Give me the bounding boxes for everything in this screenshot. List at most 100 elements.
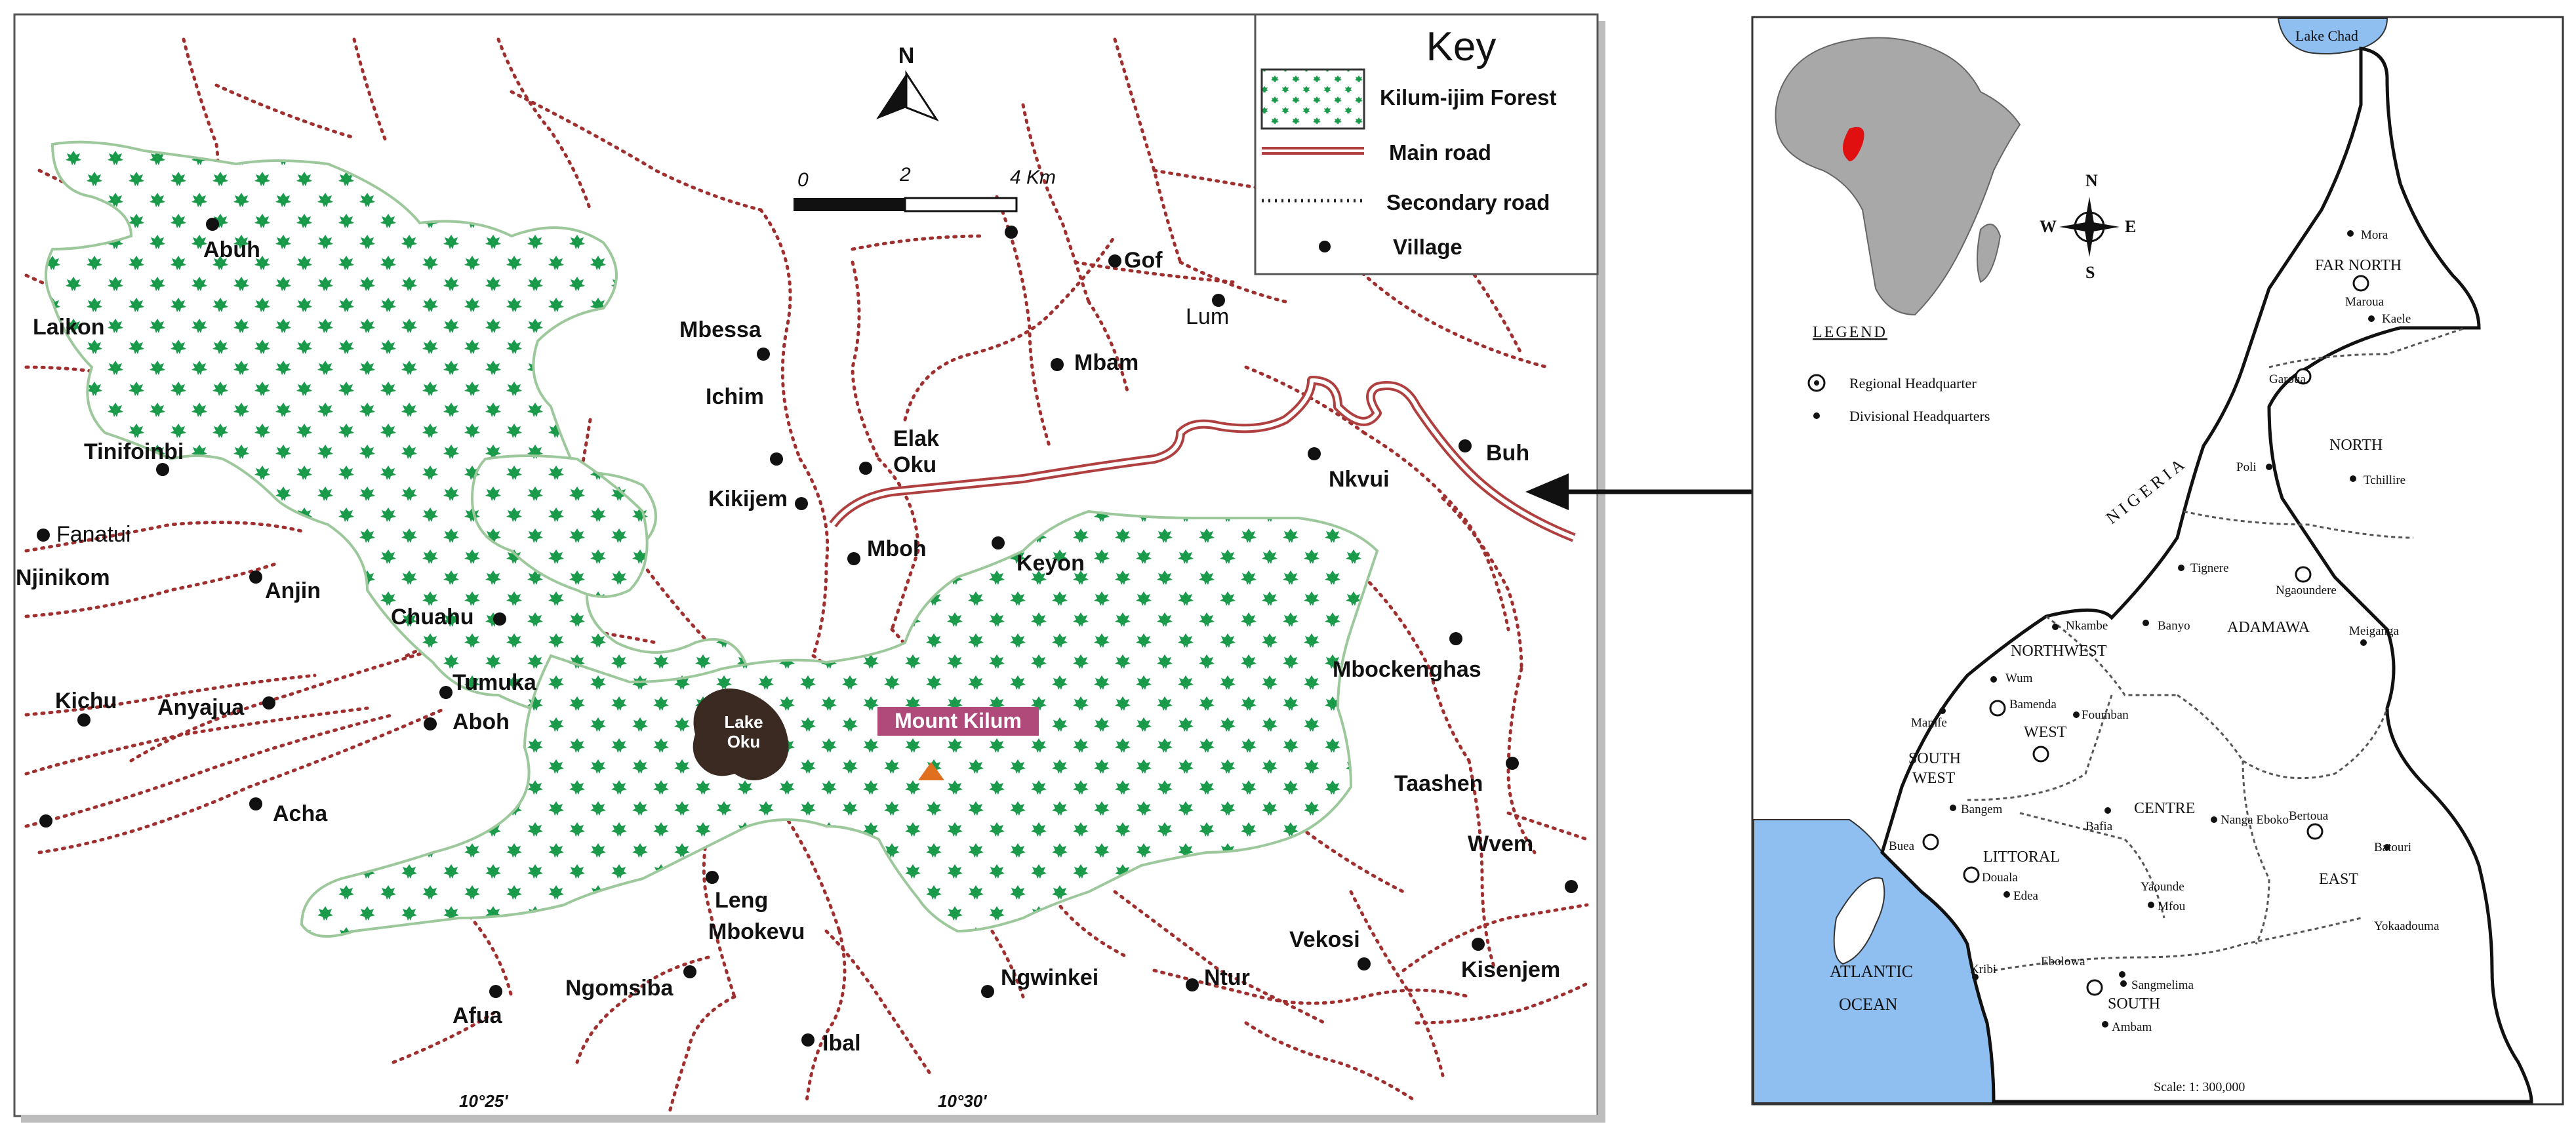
village-mbessa: Mbessa <box>679 317 762 342</box>
region-adamawa: ADAMAWA <box>2227 619 2310 636</box>
scale-label-4km: 4 Km <box>1010 167 1056 188</box>
village-mbokevu: Mbokevu <box>708 919 805 944</box>
village-acha: Acha <box>273 801 328 826</box>
kilum-ijim-forest <box>45 140 1379 938</box>
village-keyon: Keyon <box>1016 551 1085 576</box>
village-ntur: Ntur <box>1204 965 1250 990</box>
region-centre: CENTRE <box>2134 800 2195 817</box>
town-ebolowa: Ebolowa <box>2041 955 2085 969</box>
divisional-hq-icon <box>1813 412 1820 419</box>
village-kichu: Kichu <box>55 689 117 713</box>
lake-label-2: Oku <box>727 732 761 751</box>
village-oku: Oku <box>893 452 936 477</box>
village-kikijem: Kikijem <box>708 487 788 511</box>
regional-hq-markers <box>1922 275 2369 996</box>
longitude-1025: 10°25' <box>459 1091 508 1111</box>
lake-chad <box>2277 18 2388 54</box>
village-abuh: Abuh <box>203 237 260 262</box>
town-poli: Poli <box>2236 460 2257 474</box>
key-title: Key <box>1426 24 1497 70</box>
lake-label-1: Lake <box>724 712 763 732</box>
town-mamfe: Mamfe <box>1911 716 1947 730</box>
key-item-secondary-road: Secondary road <box>1386 190 1550 214</box>
map-key: Key Kilum-ijim Forest Main road Secondar… <box>1254 13 1599 275</box>
town-nanga-eboko: Nanga Eboko <box>2221 813 2289 827</box>
village-dots <box>37 218 1578 1047</box>
north-arrow-icon: N <box>876 43 939 122</box>
village-laikon: Laikon <box>33 315 105 340</box>
village-anjin: Anjin <box>265 578 321 603</box>
town-maroua: Maroua <box>2345 295 2385 309</box>
africa-inset <box>1775 37 2021 316</box>
town-ambam: Ambam <box>2112 1020 2152 1034</box>
village-gof: Gof <box>1124 248 1163 273</box>
compass-n: N <box>2085 171 2098 190</box>
compass-rose-icon: N S W E <box>2040 171 2136 282</box>
town-nkambe: Nkambe <box>2066 619 2108 633</box>
mountain-triangle-icon <box>918 762 944 780</box>
town-ngaoundere: Ngaoundere <box>2276 584 2337 597</box>
town-douala: Douala <box>1982 871 2018 885</box>
town-mfou: Mfou <box>2158 900 2186 913</box>
village-buh: Buh <box>1486 441 1529 466</box>
region-south-west-1: SOUTH <box>1908 750 1961 767</box>
forest-pattern-icon <box>1260 68 1365 130</box>
town-edea: Edea <box>2013 889 2039 903</box>
village-labels: Abuh Laikon Tinifoinbi Fanatui Njinikom … <box>16 237 1560 1056</box>
longitude-1030: 10°30' <box>938 1091 987 1111</box>
town-tchillire: Tchillire <box>2364 473 2405 487</box>
town-bangem: Bangem <box>1961 803 2003 816</box>
region-east: EAST <box>2319 871 2358 888</box>
town-foumban: Foumban <box>2082 708 2129 722</box>
region-boundaries <box>1967 327 2466 972</box>
region-littoral: LITTORAL <box>1983 849 2060 866</box>
town-tignere: Tignere <box>2190 561 2228 575</box>
region-labels: FAR NORTH NORTH ADAMAWA NORTHWEST WEST S… <box>1908 257 2402 1012</box>
bioko-island <box>1833 877 1885 965</box>
town-dots <box>1939 230 2390 1028</box>
town-bafia: Bafia <box>2085 820 2113 833</box>
village-mbockenghas: Mbockenghas <box>1333 657 1481 682</box>
ocean-label-1: ATLANTIC <box>1830 962 1913 981</box>
mount-kilum-label: Mount Kilum <box>895 709 1022 732</box>
left-map-shadow <box>21 1115 1604 1123</box>
scale-label-2: 2 <box>899 164 911 186</box>
town-meiganga: Meiganga <box>2349 624 2400 638</box>
town-bamenda: Bamenda <box>2009 698 2057 711</box>
legend-regional: Regional Headquarter <box>1849 375 1977 391</box>
village-ibal: Ibal <box>822 1031 861 1056</box>
key-item-forest: Kilum-ijim Forest <box>1380 85 1557 110</box>
town-yokaadouma: Yokaadouma <box>2374 919 2440 933</box>
village-lum: Lum <box>1186 304 1229 329</box>
town-garoua: Garoua <box>2269 372 2306 386</box>
town-yaounde: Yaounde <box>2141 880 2184 894</box>
village-vekosi: Vekosi <box>1289 927 1360 952</box>
lake-chad-label: Lake Chad <box>2295 28 2358 44</box>
region-north: NORTH <box>2329 437 2383 454</box>
village-mboh: Mboh <box>867 536 927 561</box>
town-buea: Buea <box>1889 839 1915 853</box>
village-ngomsiba: Ngomsiba <box>565 976 674 1001</box>
town-bertoua: Bertoua <box>2289 809 2329 823</box>
scale-label-0: 0 <box>797 169 809 191</box>
legend-divisional: Divisional Headquarters <box>1849 408 1990 424</box>
cameroon-scale-label: Scale: 1: 300,000 <box>2154 1080 2245 1094</box>
village-afua: Afua <box>453 1003 503 1028</box>
town-banyo: Banyo <box>2158 619 2190 633</box>
town-sangmelima: Sangmelima <box>2131 978 2194 992</box>
key-item-village: Village <box>1393 235 1462 259</box>
village-tinifoinbi: Tinifoinbi <box>84 439 184 464</box>
town-wum: Wum <box>2005 671 2033 685</box>
town-mora: Mora <box>2361 228 2388 242</box>
legend-title: LEGEND <box>1813 324 1887 341</box>
region-south: SOUTH <box>2108 995 2160 1012</box>
compass-e: E <box>2125 217 2136 236</box>
village-ichim: Ichim <box>706 384 764 409</box>
village-kisenjem: Kisenjem <box>1461 957 1560 982</box>
arrow-head-icon <box>1525 473 1569 510</box>
village-aboh: Aboh <box>453 709 510 734</box>
town-kaele: Kaele <box>2382 312 2411 326</box>
region-west: WEST <box>2024 724 2067 741</box>
lake-oku: Lake Oku <box>693 689 789 780</box>
